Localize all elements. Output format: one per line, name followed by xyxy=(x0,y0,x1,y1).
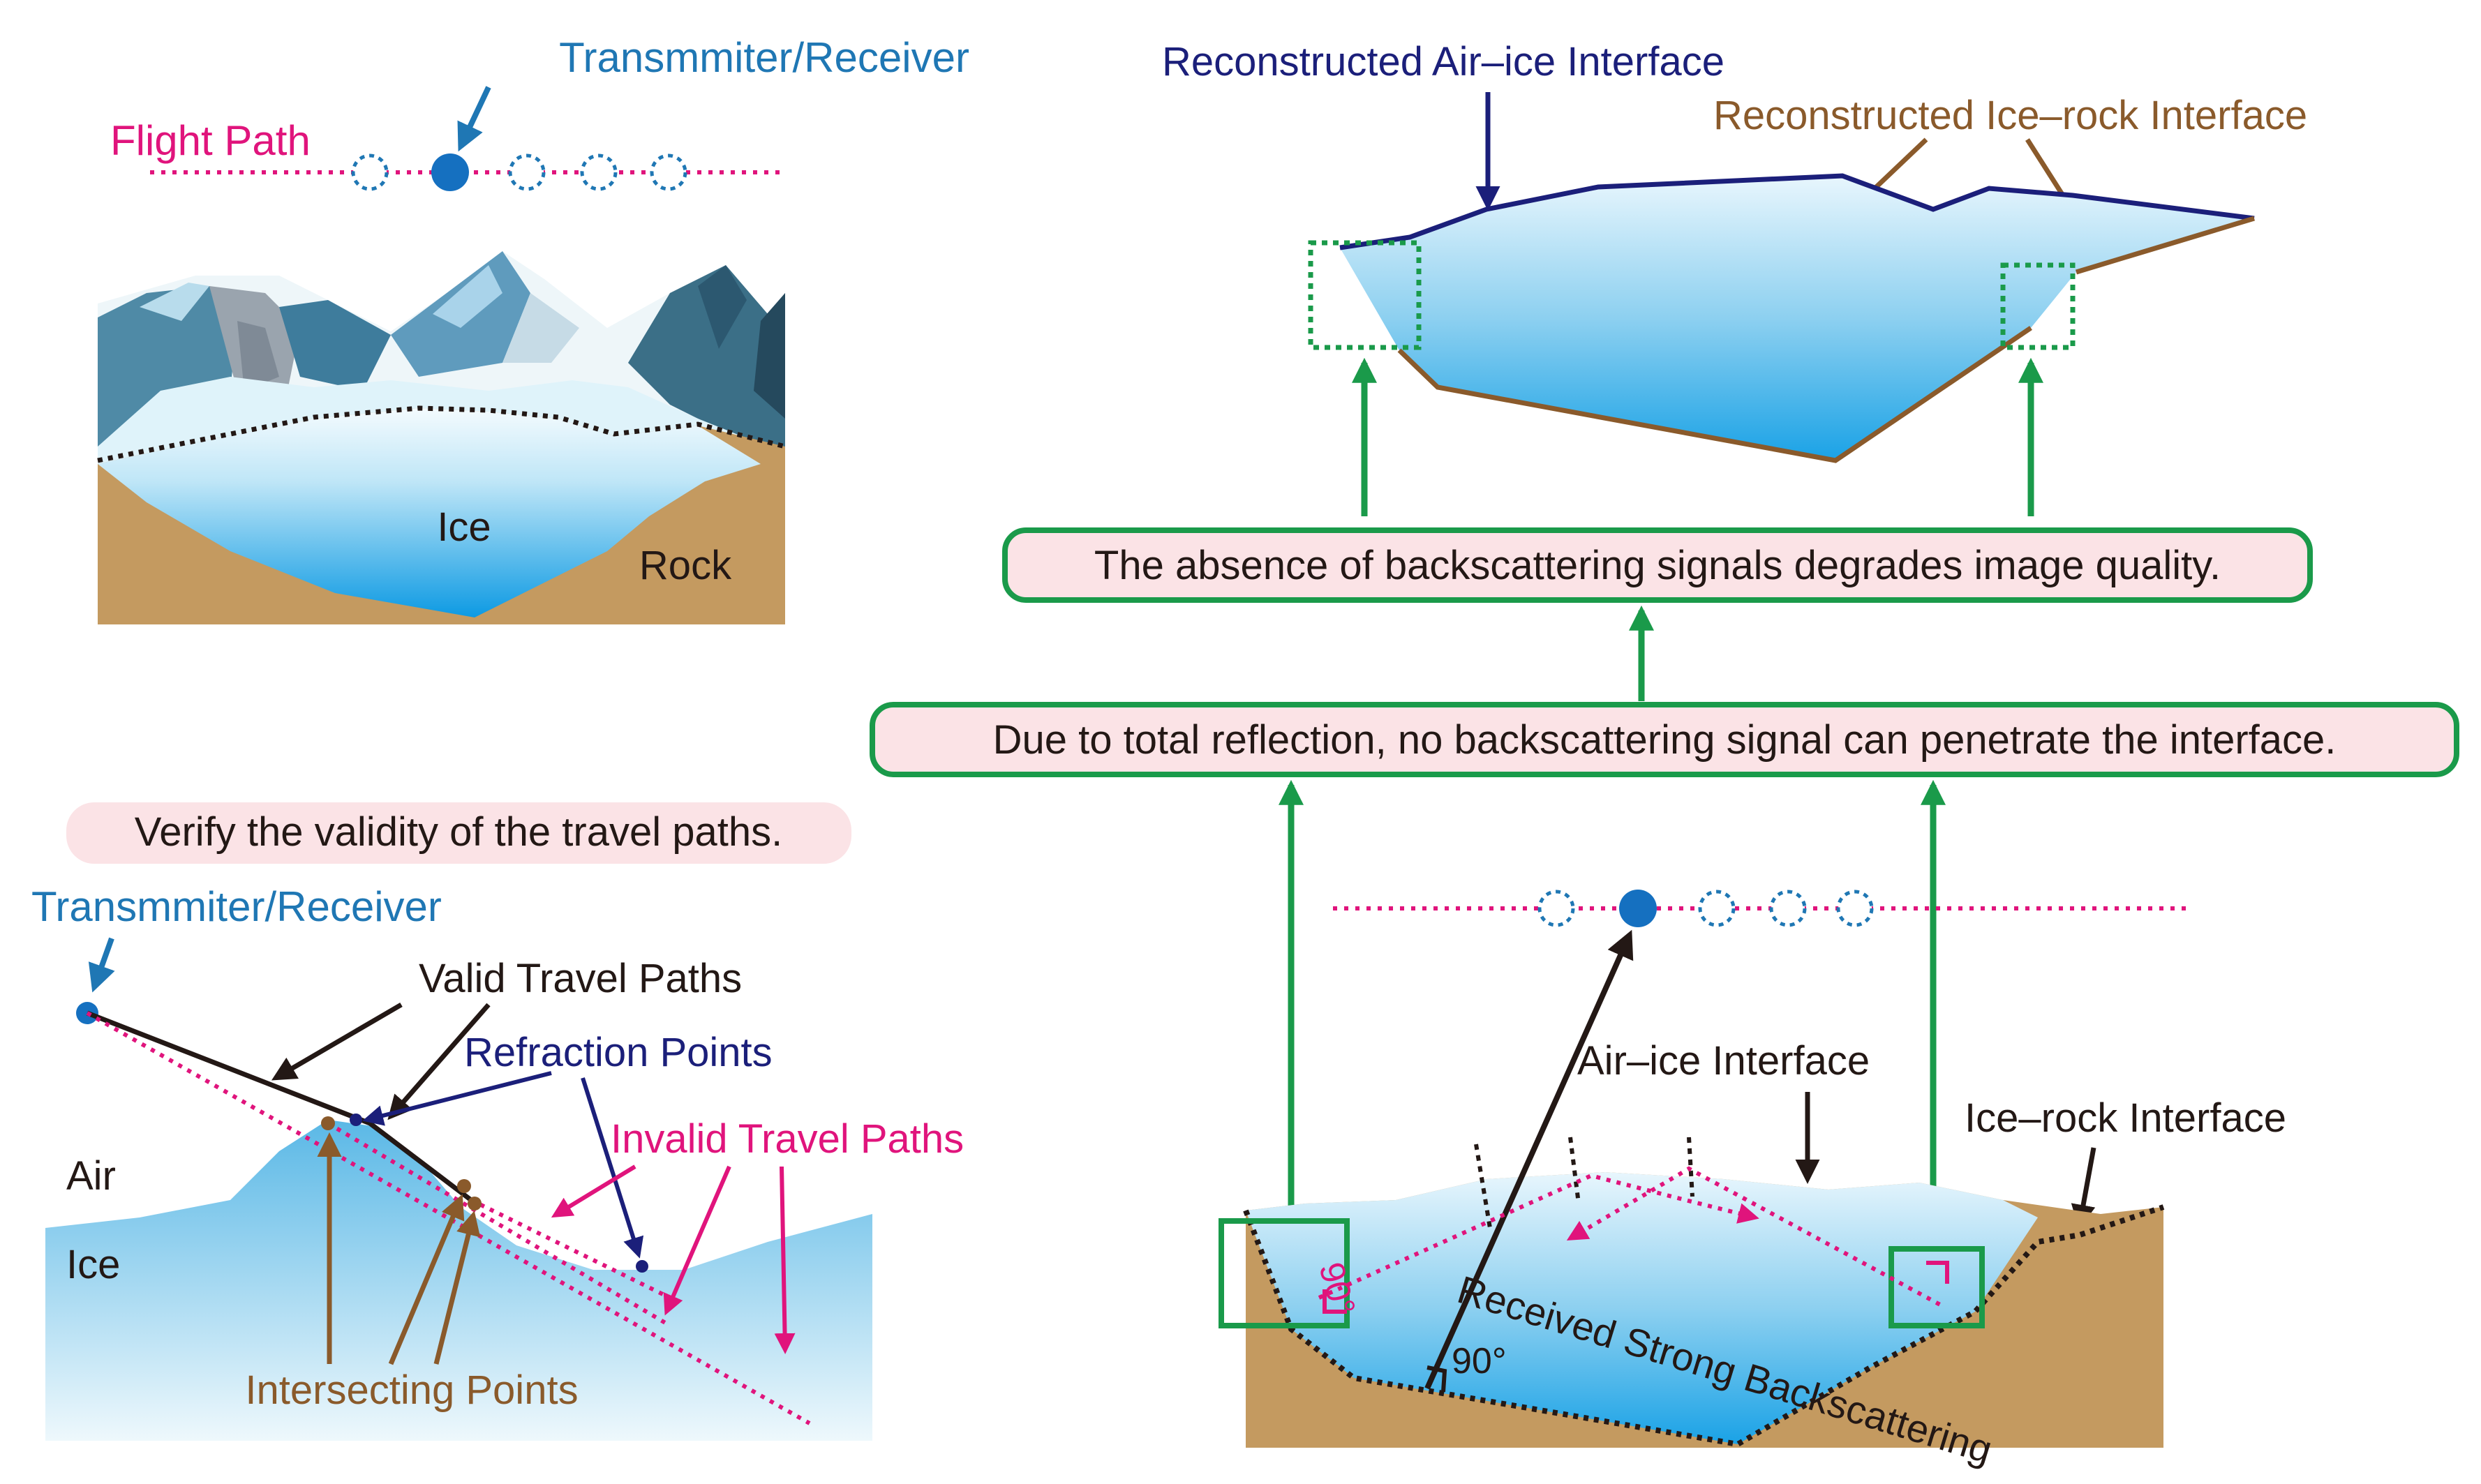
top-left-panel: Transmmiter/Receiver Flight Path xyxy=(97,34,969,624)
transmitter-arrow xyxy=(457,86,491,152)
ice-label: Ice xyxy=(66,1242,120,1287)
surface-normal-line xyxy=(1474,1144,1492,1229)
transmitter-label: Transmmiter/Receiver xyxy=(559,34,969,81)
ice-rock-interface-label: Ice–rock Interface xyxy=(1965,1095,2286,1141)
intersecting-points-label: Intersecting Points xyxy=(245,1367,578,1413)
surface-normal-line xyxy=(1687,1137,1694,1197)
invalid-paths-label: Invalid Travel Paths xyxy=(611,1116,964,1162)
invalid-travel-path-line xyxy=(327,1121,671,1328)
transmitter-arrow xyxy=(88,937,115,993)
ice-rock-interface-line xyxy=(1243,1204,2165,1448)
flow-box-upper-text: The absence of backscattering signals de… xyxy=(1094,543,2221,588)
refraction-points-arrow xyxy=(362,1071,552,1126)
reconstructed-ice-rock-label: Reconstructed Ice–rock Interface xyxy=(1713,93,2307,138)
flight-path-label: Flight Path xyxy=(110,117,311,164)
bottom-left-panel: Verify the validity of the travel paths.… xyxy=(31,802,964,1441)
ice-surface-dotted-line xyxy=(97,405,786,463)
right-shadow-region-box xyxy=(1888,1246,1985,1328)
left-shadow-region-box xyxy=(1219,1218,1350,1328)
reflected-path-line xyxy=(1318,1173,1759,1300)
valid-paths-label: Valid Travel Paths xyxy=(419,956,742,1001)
reconstructed-air-ice-label: Reconstructed Air–ice Interface xyxy=(1162,39,1724,84)
refraction-points-label: Refraction Points xyxy=(464,1030,773,1075)
bottom-angle-label: 90° xyxy=(1452,1341,1507,1381)
reconstructed-ice-rock-line xyxy=(2075,216,2256,275)
invalid-travel-path-line xyxy=(86,1011,811,1425)
reconstructed-ice-body xyxy=(1340,176,2254,460)
transmitter-receiver-icon xyxy=(1619,890,1657,927)
antenna-position-icon xyxy=(1769,890,1807,927)
flow-box-lower xyxy=(870,702,2459,777)
intersecting-point xyxy=(457,1179,471,1193)
bottom-right-panel: Air–ice Interface Ice–rock Interface 90°… xyxy=(1219,890,2286,1471)
top-right-panel: Reconstructed Air–ice Interface Reconstr… xyxy=(1162,39,2307,516)
air-ice-interface-label: Air–ice Interface xyxy=(1577,1038,1870,1084)
intersecting-point xyxy=(468,1197,482,1211)
refraction-points-arrow xyxy=(581,1077,644,1259)
flow-box-upper xyxy=(1002,527,2313,603)
refraction-point xyxy=(636,1260,648,1273)
ice-label: Ice xyxy=(437,504,491,550)
antenna-position-icon xyxy=(1698,890,1736,927)
antenna-position-icon xyxy=(508,153,546,191)
ice-body xyxy=(98,408,761,617)
antenna-position-icon xyxy=(1836,890,1874,927)
intersecting-points-arrow xyxy=(388,1194,465,1365)
mountain-range-illustration xyxy=(98,251,785,488)
verify-box xyxy=(66,802,851,864)
antenna-position-icon xyxy=(650,153,687,191)
antenna-position-icon xyxy=(351,153,389,191)
missing-region-box xyxy=(2000,262,2076,350)
right-angle-marker xyxy=(1426,1365,1447,1393)
invalid-paths-arrow xyxy=(774,1166,796,1354)
reconstructed-air-ice-line xyxy=(1339,173,2255,250)
intersecting-points-arrow xyxy=(433,1211,481,1365)
flow-boxes: The absence of backscattering signals de… xyxy=(870,527,2459,1245)
transmitter-receiver-icon xyxy=(431,153,469,191)
right-angle-marker xyxy=(1926,1261,1949,1284)
antenna-position-icon xyxy=(580,153,618,191)
intersecting-point xyxy=(321,1116,335,1130)
air-label: Air xyxy=(66,1153,116,1199)
received-ray-line xyxy=(1424,929,1634,1390)
rock-label: Rock xyxy=(639,543,732,588)
transmitter-label: Transmmiter/Receiver xyxy=(31,883,442,930)
verify-label: Verify the validity of the travel paths. xyxy=(135,809,782,855)
antenna-position-icon xyxy=(1537,890,1575,927)
refraction-point xyxy=(350,1114,362,1126)
invalid-paths-arrow xyxy=(663,1165,731,1316)
reflected-path-line xyxy=(1566,1166,1942,1307)
valid-paths-arrow xyxy=(387,1003,491,1121)
flow-box-lower-text: Due to total reflection, no backscatteri… xyxy=(993,717,2337,763)
valid-paths-arrow xyxy=(271,1002,403,1081)
right-angle-marker xyxy=(1323,1289,1347,1314)
reconstructed-ice-rock-line xyxy=(1397,326,2032,463)
missing-region-box xyxy=(1308,240,1422,350)
invalid-paths-arrow xyxy=(551,1164,636,1218)
